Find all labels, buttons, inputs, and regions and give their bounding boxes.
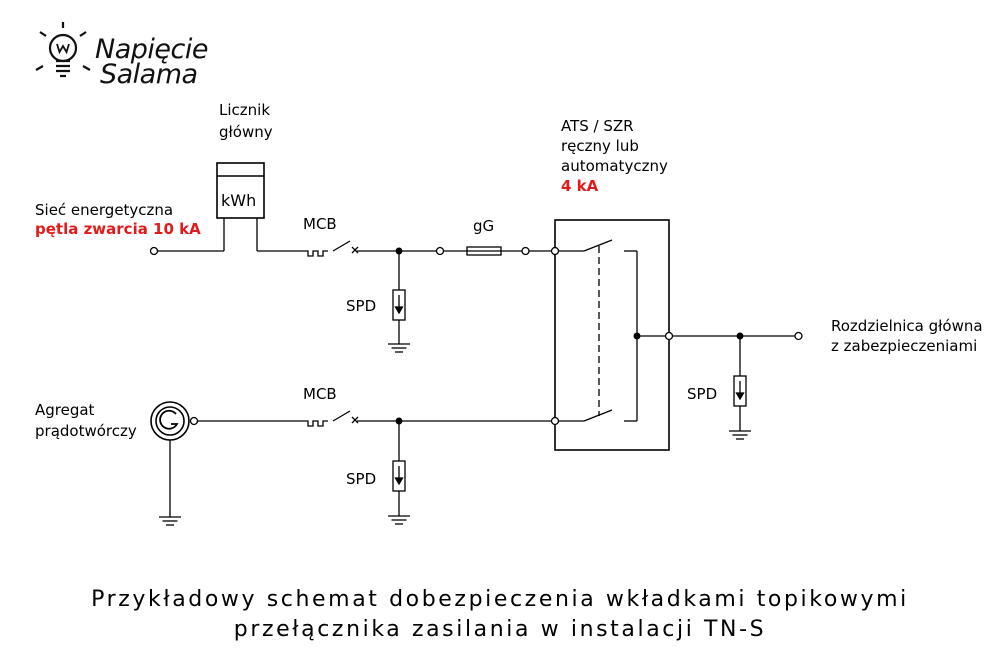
- ats-line1: ATS / SZR: [561, 117, 634, 135]
- meter-title-line2: główny: [219, 123, 273, 141]
- output-feed: [672, 331, 803, 341]
- ats-line2: ręczny lub: [561, 137, 639, 155]
- mcb-top-symbol: [303, 240, 437, 257]
- spd-bottom-symbol: [388, 417, 410, 525]
- grid-fault-loop: pętla zwarcia 10 kA: [35, 220, 201, 238]
- caption-line2: przełącznika zasilania w instalacji TN-S: [233, 617, 767, 642]
- spd-bottom-label: SPD: [346, 470, 377, 488]
- fuse-gg-symbol: [435, 246, 551, 256]
- board-line1: Rozdzielnica główna: [831, 317, 983, 335]
- grid-label: Sieć energetyczna: [35, 201, 174, 219]
- fuse-label: gG: [473, 217, 495, 235]
- generator-label-line1: Agregat: [35, 401, 95, 419]
- meter-unit: kWh: [221, 191, 257, 210]
- board-line2: z zabezpieczeniami: [831, 337, 978, 355]
- ats-line3: automatyczny: [561, 157, 668, 175]
- energy-meter: [216, 162, 265, 219]
- logo-line1: Napięcie: [95, 34, 208, 65]
- mcb-bottom-symbol: [303, 410, 552, 427]
- lightbulb-logo-icon: [35, 22, 91, 78]
- logo-line2: Salama: [100, 59, 198, 90]
- spd-top-symbol: [388, 247, 410, 353]
- mcb-bottom-label: MCB: [303, 385, 337, 403]
- spd-right-label: SPD: [687, 385, 718, 403]
- ats-switch: [550, 219, 674, 451]
- generator-symbol: [150, 401, 303, 526]
- ats-rating: 4 kA: [561, 177, 599, 195]
- caption-line1: Przykładowy schemat dobezpieczenia wkład…: [91, 587, 909, 612]
- mcb-top-label: MCB: [303, 215, 337, 233]
- generator-label-line2: prądotwórczy: [35, 422, 137, 440]
- spd-top-label: SPD: [346, 297, 377, 315]
- meter-title-line1: Licznik: [219, 101, 271, 119]
- grid-feed: [149, 218, 303, 256]
- spd-right-symbol: [729, 332, 751, 440]
